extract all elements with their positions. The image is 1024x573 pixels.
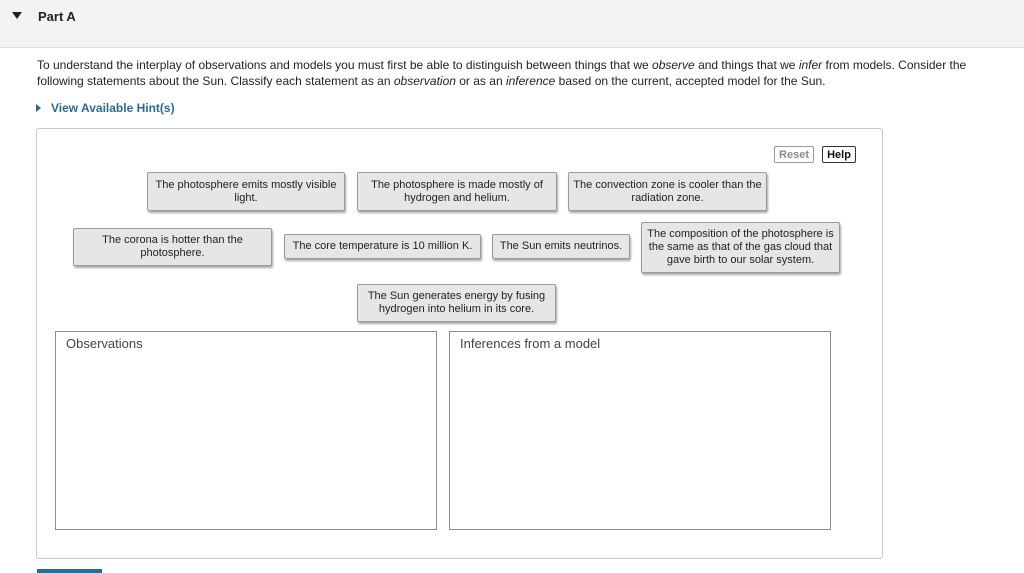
submit-button-edge[interactable]: [37, 569, 102, 573]
part-header: Part A: [0, 0, 1024, 48]
part-title: Part A: [38, 9, 76, 24]
statement-card[interactable]: The photosphere is made mostly of hydrog…: [357, 172, 557, 211]
instructions-observation: observation: [393, 74, 456, 88]
instructions-segment: and things that we: [694, 58, 799, 72]
instructions-infer: infer: [798, 58, 823, 72]
expand-arrow-icon: [36, 104, 41, 112]
instructions-segment: based on the current, accepted model for…: [555, 74, 826, 88]
instructions-observe: observe: [652, 58, 695, 72]
inferences-dropzone[interactable]: Inferences from a model: [449, 331, 831, 530]
instructions-segment: or as an: [455, 74, 506, 88]
instructions-inference: inference: [505, 74, 556, 88]
instructions-segment: from models. Consider the following stat…: [37, 58, 967, 88]
view-hints-link[interactable]: View Available Hint(s): [36, 101, 175, 115]
help-button[interactable]: Help: [822, 146, 856, 163]
statement-card[interactable]: The photosphere emits mostly visible lig…: [147, 172, 345, 211]
view-hints-label: View Available Hint(s): [51, 101, 175, 115]
statement-card[interactable]: The core temperature is 10 million K.: [284, 234, 481, 259]
instructions-text: To understand the interplay of observati…: [37, 57, 997, 89]
instructions-segment: To understand the interplay of observati…: [37, 58, 653, 72]
observations-label: Observations: [66, 336, 143, 351]
statement-card[interactable]: The composition of the photosphere is th…: [641, 222, 840, 273]
observations-dropzone[interactable]: Observations: [55, 331, 437, 530]
statement-card[interactable]: The corona is hotter than the photospher…: [73, 228, 272, 266]
collapse-triangle-icon[interactable]: [12, 12, 22, 19]
statement-card[interactable]: The Sun emits neutrinos.: [492, 234, 630, 259]
statement-card[interactable]: The convection zone is cooler than the r…: [568, 172, 767, 211]
statement-card[interactable]: The Sun generates energy by fusing hydro…: [357, 284, 556, 322]
reset-button[interactable]: Reset: [774, 146, 814, 163]
inferences-label: Inferences from a model: [460, 336, 601, 351]
